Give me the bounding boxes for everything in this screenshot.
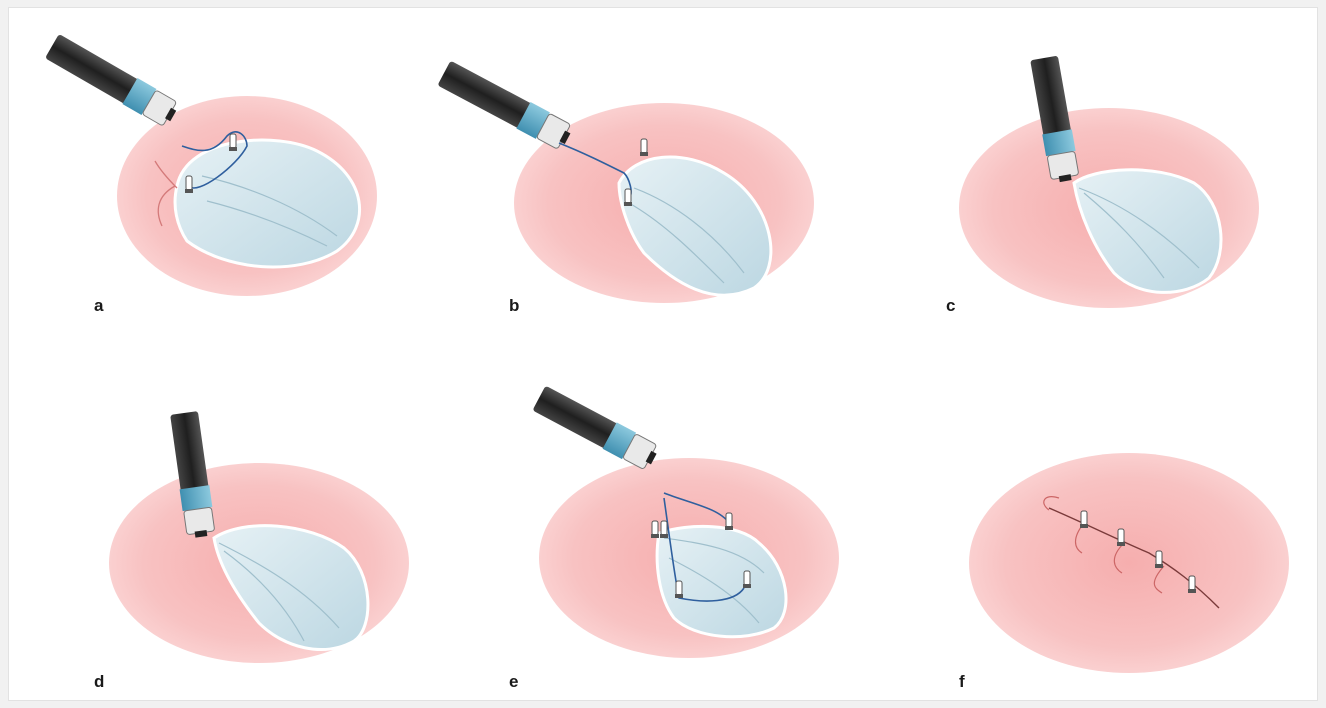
panel-c-illustration xyxy=(944,53,1274,328)
panel-a xyxy=(37,36,387,326)
clip-icon xyxy=(1117,529,1125,546)
panel-e-illustration xyxy=(519,383,859,673)
clip-icon xyxy=(743,571,751,588)
clip-icon xyxy=(1080,511,1088,528)
panel-label-d: d xyxy=(94,673,104,690)
endoscope xyxy=(437,60,575,152)
panel-c xyxy=(944,53,1274,328)
clip-icon xyxy=(675,581,683,598)
endoscope xyxy=(532,385,661,473)
panel-label-b: b xyxy=(509,297,519,314)
panel-e xyxy=(519,383,859,673)
panel-label-e: e xyxy=(509,673,518,690)
panel-f xyxy=(964,448,1309,683)
panel-label-f: f xyxy=(959,673,965,690)
panel-f-illustration xyxy=(964,448,1309,683)
panel-b-illustration xyxy=(424,53,824,333)
clip-icon xyxy=(229,134,237,151)
panel-label-c: c xyxy=(946,297,955,314)
panel-b xyxy=(424,53,824,333)
clip-icon xyxy=(1155,551,1163,568)
panel-d xyxy=(94,413,424,673)
mucosa-tissue xyxy=(969,453,1289,673)
figure-frame: a b xyxy=(8,7,1318,701)
endoscope xyxy=(45,33,181,129)
clip-icon xyxy=(725,513,733,530)
mucosal-defect xyxy=(175,140,360,267)
panel-d-illustration xyxy=(94,413,424,673)
panel-a-illustration xyxy=(37,36,387,326)
clip-icon xyxy=(185,176,193,193)
clip-icon xyxy=(651,521,659,538)
panel-label-a: a xyxy=(94,297,103,314)
clip-icon xyxy=(1188,576,1196,593)
clip-icon xyxy=(660,521,668,538)
clip-icon xyxy=(624,189,632,206)
clip-icon xyxy=(640,139,648,156)
